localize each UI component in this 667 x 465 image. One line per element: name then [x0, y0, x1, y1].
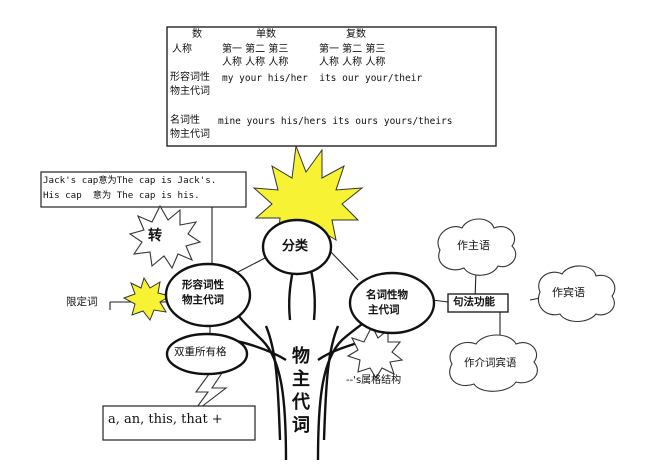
table-header-person: 人称 — [172, 44, 192, 55]
syntax-function-label: 句法功能 — [453, 296, 495, 308]
table-noun-label-1: 名词性 — [170, 115, 200, 126]
table-header-plural: 复数 — [346, 29, 366, 40]
adjective-pronoun-label-1: 形容词性 — [182, 279, 224, 291]
noun-pronoun-label-2: 主代词 — [368, 304, 400, 316]
note-line-1: Jack's cap意为The cap is Jack's. — [43, 175, 217, 186]
trunk-char-1: 物 — [292, 346, 310, 367]
adjective-pronoun-label-2: 物主代词 — [182, 294, 224, 306]
table-persons-plural-2: 人称 人称 人称 — [319, 57, 386, 68]
trunk-char-3: 代 — [292, 392, 310, 413]
tree-trunk — [225, 269, 377, 461]
table-adj-label-2: 物主代词 — [170, 86, 210, 97]
note-line-2: His cap 意为 The cap is his. — [43, 190, 200, 201]
table-persons-singular-2: 人称 人称 人称 — [222, 57, 289, 68]
table-noun-label-2: 物主代词 — [170, 129, 210, 140]
double-possessive-label: 双重所有格 — [174, 346, 227, 358]
subject-label: 作主语 — [457, 239, 490, 252]
noun-pronoun-label-1: 名词性物 — [366, 289, 408, 301]
subject-cloud[interactable] — [437, 218, 517, 276]
determiner-box — [102, 405, 256, 441]
table-persons-singular-1: 第一 第二 第三 — [222, 44, 289, 55]
determiner-text: a, an, this, that + — [108, 412, 223, 427]
object-cloud[interactable] — [538, 265, 616, 323]
yellow-star-small — [122, 276, 172, 321]
note-box-frame — [40, 171, 247, 208]
trunk-char-2: 主 — [292, 369, 310, 390]
table-header-number: 数 — [192, 29, 202, 40]
genitive-label: --'s属格结构 — [346, 375, 402, 386]
table-persons-plural-1: 第一 第二 第三 — [319, 44, 386, 55]
adjective-pronoun-node[interactable] — [164, 262, 252, 328]
transform-label: 转 — [148, 228, 162, 244]
prep-object-label: 作介词宾语 — [464, 357, 517, 369]
table-header-singular: 单数 — [256, 29, 276, 40]
classify-node[interactable] — [261, 218, 333, 276]
object-label: 作宾语 — [552, 286, 585, 299]
transform-burst — [128, 204, 202, 270]
noun-pronoun-node[interactable] — [348, 271, 436, 335]
genitive-burst — [346, 324, 404, 380]
table-adj-label-1: 形容词性 — [170, 72, 210, 83]
syntax-function-box[interactable] — [447, 293, 509, 313]
classify-label: 分类 — [282, 239, 309, 254]
table-adj-values: my your his/her its our your/their — [222, 73, 423, 84]
limiter-label: 限定词 — [66, 296, 98, 308]
trunk-char-4: 词 — [292, 415, 310, 436]
pronoun-table-frame — [166, 26, 497, 147]
table-noun-values: mine yours his/hers its ours yours/their… — [218, 116, 453, 127]
double-possessive-node[interactable] — [165, 332, 249, 376]
prep-object-cloud[interactable] — [449, 334, 538, 392]
